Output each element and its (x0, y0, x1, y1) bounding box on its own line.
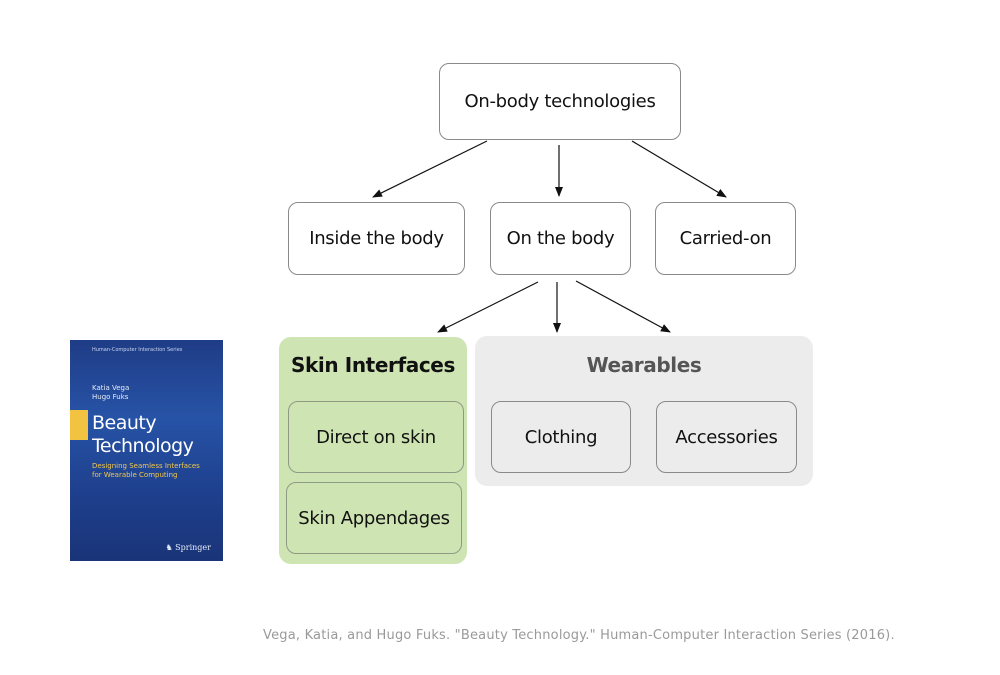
arrow-root-to-carried (631, 140, 727, 198)
carried-on-node: Carried-on (655, 202, 796, 275)
book-title: Beauty Technology (92, 412, 194, 458)
on-body-node: On the body (490, 202, 631, 275)
springer-horse-icon: ♞ (165, 543, 173, 552)
clothing-node: Clothing (491, 401, 631, 473)
book-subtitle: Designing Seamless Interfaces for Wearab… (92, 462, 200, 480)
book-author: Hugo Fuks (92, 393, 129, 401)
arrow-onbody-to-skin (437, 281, 539, 333)
citation-text: Vega, Katia, and Hugo Fuks. "Beauty Tech… (263, 628, 895, 643)
book-title-line: Beauty (92, 412, 157, 434)
book-publisher: ♞ Springer (165, 543, 211, 552)
inside-body-node: Inside the body (288, 202, 465, 275)
wearables-group: Wearables Clothing Accessories (475, 336, 813, 486)
book-accent-bar (70, 410, 88, 440)
book-publisher-name: Springer (175, 543, 211, 552)
book-subtitle-line: for Wearable Computing (92, 471, 178, 479)
book-subtitle-line: Designing Seamless Interfaces (92, 462, 200, 470)
skin-interfaces-title: Skin Interfaces (291, 353, 455, 377)
skin-appendages-node: Skin Appendages (286, 482, 462, 554)
book-author: Katia Vega (92, 384, 130, 392)
book-authors: Katia Vega Hugo Fuks (92, 384, 129, 402)
book-series: Human-Computer Interaction Series (92, 347, 183, 353)
book-cover-image: Human-Computer Interaction Series Katia … (70, 340, 223, 561)
arrow-onbody-to-wearables (575, 280, 671, 333)
arrow-root-to-inside (372, 140, 488, 198)
book-title-line: Technology (92, 435, 194, 457)
skin-interfaces-group: Skin Interfaces Direct on skin Skin Appe… (279, 337, 467, 564)
root-node: On-body technologies (439, 63, 681, 140)
wearables-title: Wearables (586, 353, 702, 377)
direct-on-skin-node: Direct on skin (288, 401, 464, 473)
accessories-node: Accessories (656, 401, 797, 473)
